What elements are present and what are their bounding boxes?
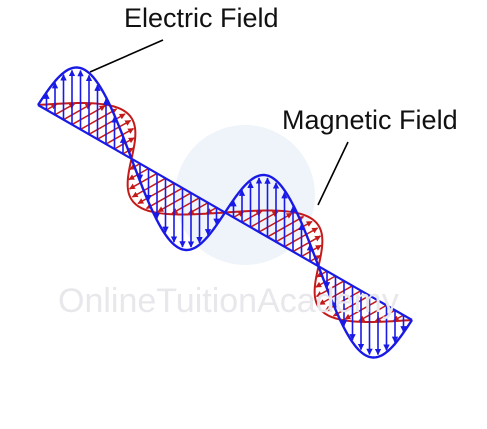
magnetic-vector-arrow xyxy=(105,127,135,145)
magnetic-vector-arrow xyxy=(324,290,362,312)
propagation-axis xyxy=(37,104,413,321)
magnetic-vector-arrow xyxy=(88,113,126,135)
magnetic-vector-arrow xyxy=(80,108,118,131)
magnetic-vector-arrow xyxy=(315,275,336,288)
magnetic-vector-arrow xyxy=(358,304,387,322)
magnetic-vector-arrow xyxy=(275,220,313,243)
magnetic-vector-arrow xyxy=(292,235,322,253)
magnetic-vector-arrow xyxy=(171,197,200,215)
electric-field-vectors xyxy=(43,69,407,356)
magnetic-vector-arrow xyxy=(137,182,175,205)
magnetic-vector-arrow xyxy=(114,137,135,150)
magnetic-vector-arrow xyxy=(63,103,92,121)
electric-field-label: Electric Field xyxy=(124,3,279,33)
magnetic-field-label: Magnetic Field xyxy=(282,105,458,135)
magnetic-vector-arrow xyxy=(301,244,322,258)
magnetic-vector-arrow xyxy=(128,172,158,190)
magnetic-vector-arrow xyxy=(128,167,149,181)
electric-pointer-line xyxy=(89,39,164,73)
magnetic-vector-arrow xyxy=(145,187,183,210)
magnetic-pointer-line xyxy=(317,141,349,206)
watermark-text: OnlineTuitionAcademy xyxy=(58,282,399,320)
magnetic-vector-arrow xyxy=(250,210,279,228)
magnetic-vector-arrow xyxy=(315,280,345,298)
magnetic-vector-arrow xyxy=(267,215,305,238)
magnetic-vector-arrow xyxy=(332,294,370,317)
